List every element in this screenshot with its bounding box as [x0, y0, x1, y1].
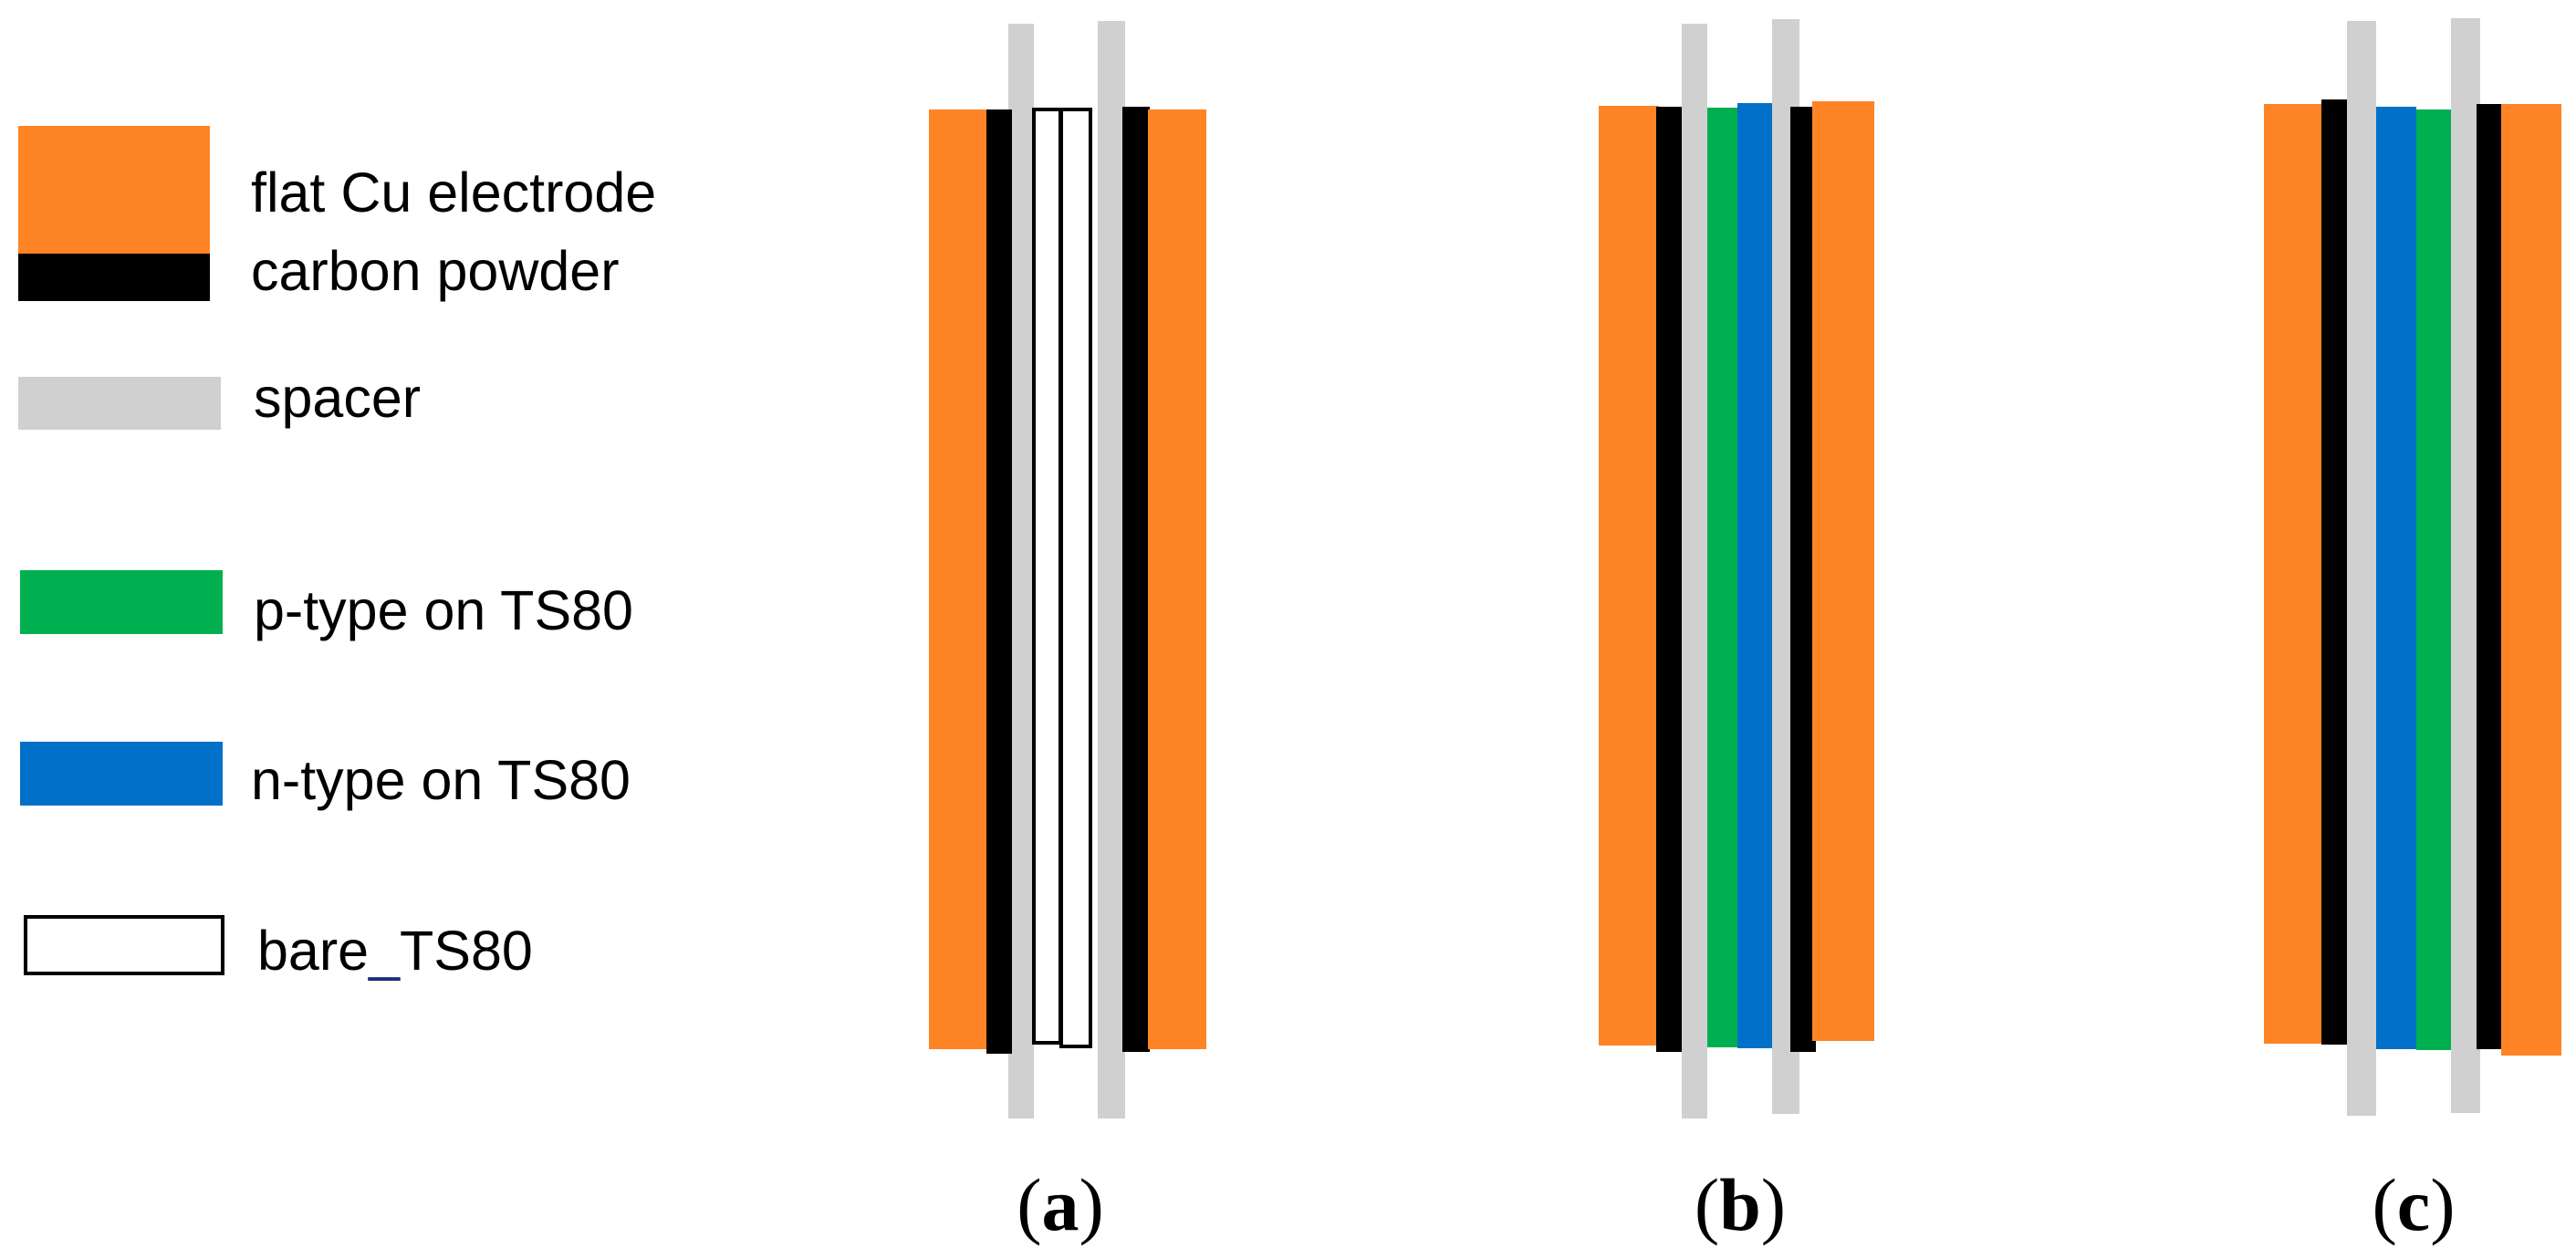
- spacer-left: [1682, 24, 1707, 1119]
- legend-swatch-n-type: [20, 742, 223, 806]
- panel-label-b-letter: b: [1719, 1163, 1761, 1246]
- legend-label-spacer: spacer: [254, 367, 421, 429]
- cu-electrode-left: [929, 109, 989, 1049]
- panel-label-c-close: ): [2430, 1163, 2455, 1246]
- carbon-powder-right: [1790, 107, 1816, 1052]
- cu-electrode-left: [1599, 106, 1659, 1046]
- cu-electrode-right: [1812, 101, 1874, 1041]
- panel-label-a: (a): [1017, 1163, 1104, 1246]
- carbon-powder-left: [2321, 99, 2347, 1045]
- legend-label-carbon-powder: carbon powder: [251, 240, 620, 302]
- legend-label-cu-electrode: flat Cu electrode: [251, 161, 656, 224]
- legend-label-bare: bare_TS80: [257, 920, 533, 982]
- legend-swatch-copper: [18, 126, 210, 254]
- panel-label-a-close: ): [1079, 1163, 1104, 1246]
- legend-label-n-type: n-type on TS80: [251, 749, 631, 811]
- legend-label-p-type: p-type on TS80: [254, 579, 633, 641]
- spacer-right: [1098, 21, 1125, 1119]
- panel-label-a-open: (: [1017, 1163, 1041, 1246]
- cu-electrode-left: [2264, 104, 2324, 1044]
- panel-label-b-close: ): [1761, 1163, 1786, 1246]
- p-type-layer: [2416, 109, 2451, 1050]
- legend-swatch-carbon: [18, 254, 210, 301]
- carbon-powder-left: [1656, 107, 1682, 1052]
- cell-b: (b): [1599, 19, 1874, 1246]
- n-type-layer: [2376, 107, 2416, 1049]
- spacer-right: [2451, 18, 2480, 1113]
- p-type-layer: [1707, 108, 1738, 1047]
- cu-electrode-right: [1148, 109, 1206, 1049]
- bare-ts80-right: [1059, 108, 1092, 1048]
- legend-label-bare-underscore: _: [368, 920, 401, 982]
- legend-label-bare-prefix: bare: [257, 920, 369, 982]
- legend-swatch-bare: [24, 915, 224, 975]
- cell-a: (a): [929, 21, 1206, 1246]
- spacer-left: [1008, 24, 1034, 1119]
- panel-label-c-letter: c: [2397, 1163, 2430, 1246]
- cell-c: (c): [2264, 18, 2561, 1246]
- spacer-left: [2347, 21, 2376, 1116]
- carbon-powder-right: [2477, 104, 2504, 1049]
- legend-swatch-spacer: [18, 377, 221, 430]
- legend-label-bare-suffix: TS80: [400, 920, 533, 982]
- carbon-powder-left: [986, 109, 1012, 1054]
- panel-label-c-open: (: [2372, 1163, 2396, 1246]
- panel-label-b: (b): [1695, 1163, 1786, 1246]
- bare-ts80-left: [1032, 108, 1062, 1045]
- legend: flat Cu electrode carbon powder spacer p…: [18, 126, 656, 982]
- cu-electrode-right: [2501, 104, 2561, 1056]
- legend-swatch-p-type: [20, 570, 223, 634]
- panel-label-c: (c): [2372, 1163, 2455, 1246]
- panel-label-a-letter: a: [1042, 1163, 1079, 1246]
- panel-label-b-open: (: [1695, 1163, 1719, 1246]
- carbon-powder-right: [1122, 107, 1150, 1052]
- n-type-layer: [1737, 103, 1772, 1048]
